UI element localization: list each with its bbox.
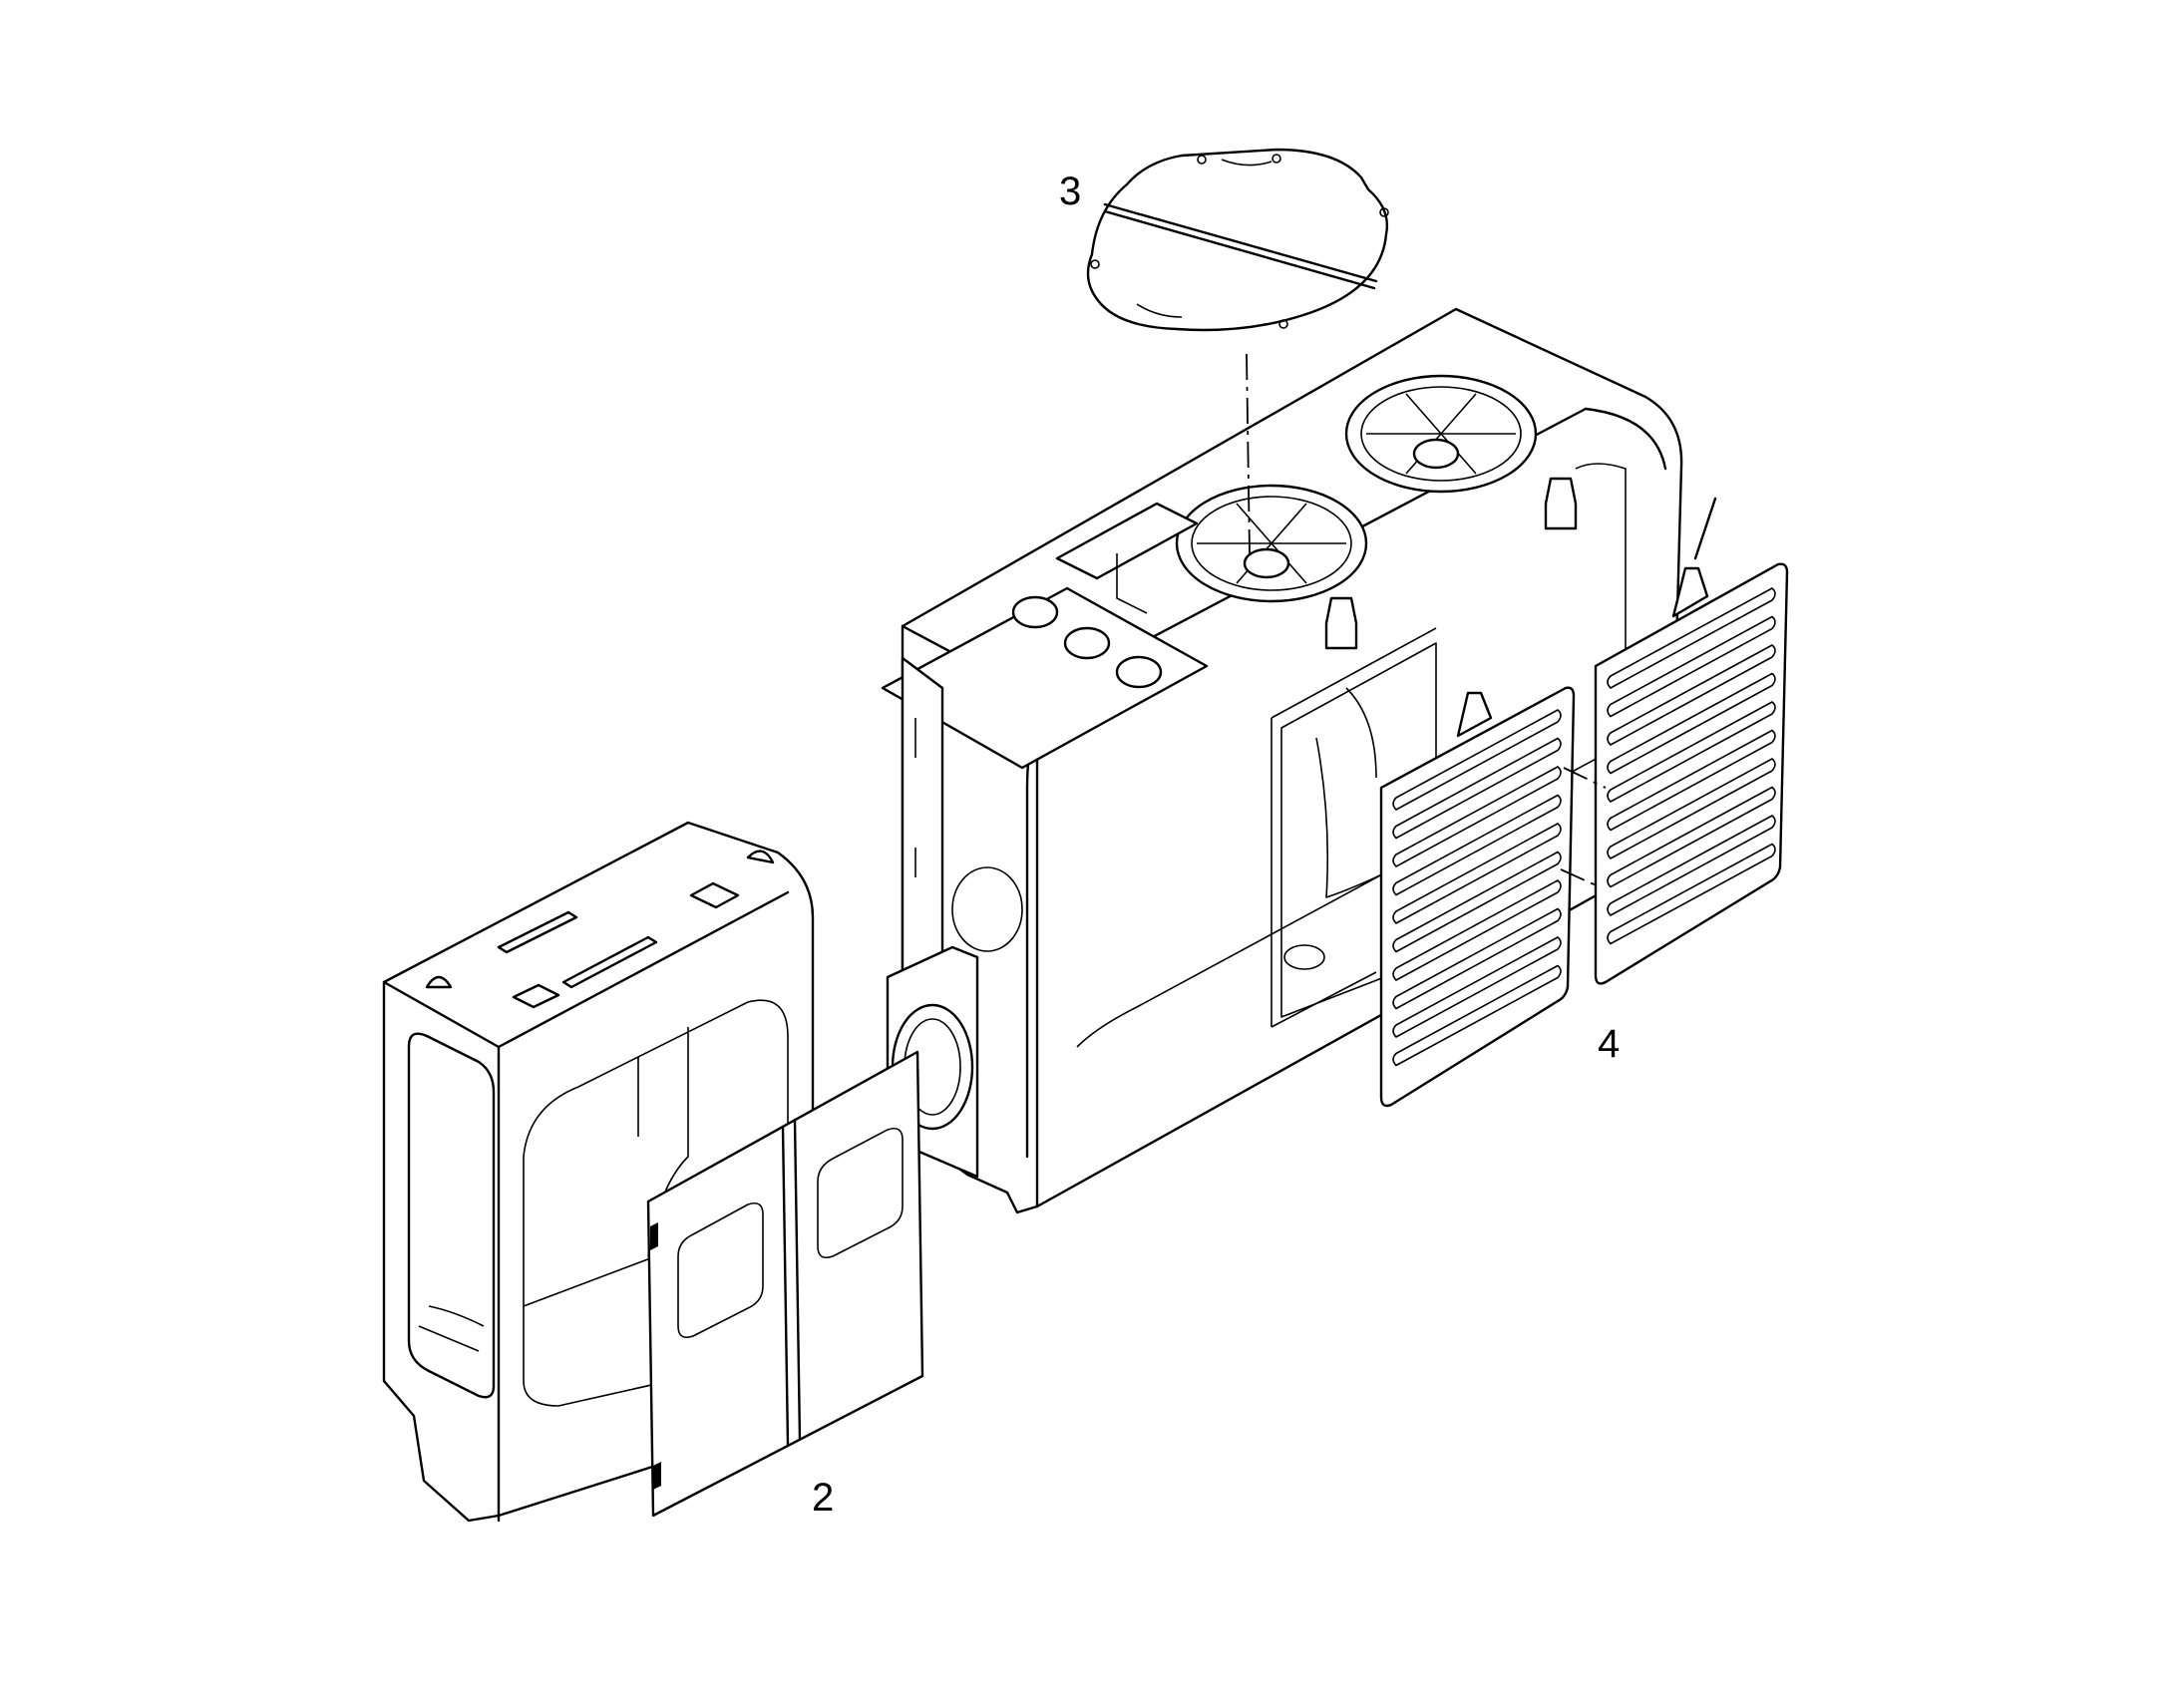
louver-slat (1392, 737, 1562, 840)
grille-lug-front (1456, 691, 1493, 738)
louver-slat (1607, 843, 1776, 945)
callout-4: 4 (1598, 1022, 1620, 1066)
louver-slat (1392, 823, 1562, 924)
assembly-centerline-grille (1563, 767, 1607, 789)
louver-slat (1607, 701, 1776, 803)
top-cover-plate (1086, 148, 1389, 332)
louver-slat (1607, 815, 1776, 916)
louver-slat (1607, 672, 1776, 775)
callout-2: 2 (812, 1476, 834, 1520)
louver-slats (1392, 587, 1776, 1067)
louver-slat (1392, 766, 1562, 867)
louver-slat (1392, 936, 1562, 1038)
louver-slat (1607, 786, 1776, 888)
louver-slat (1392, 851, 1562, 953)
top-fixtures (881, 502, 1209, 770)
louver-slat (1607, 729, 1776, 832)
double-door-panel (646, 1050, 924, 1518)
assembly-centerline-grille-lower (1560, 868, 1602, 888)
assembly-centerline-cover (1246, 353, 1251, 554)
louver-slat (1607, 587, 1776, 689)
callout-3: 3 (1059, 170, 1081, 213)
fan-opening-1 (1175, 484, 1368, 603)
louver-slat (1607, 644, 1776, 746)
louver-slat (1392, 709, 1562, 811)
main-housing (881, 307, 1717, 1214)
grille-lug-rear (1671, 566, 1709, 618)
louver-slat (1392, 907, 1562, 1010)
louver-slat (1607, 615, 1776, 718)
louver-slat (1392, 964, 1562, 1067)
louver-slat (1392, 794, 1562, 896)
louver-slat (1607, 758, 1776, 859)
fan-opening-2 (1344, 374, 1538, 494)
louver-slat (1392, 879, 1562, 981)
